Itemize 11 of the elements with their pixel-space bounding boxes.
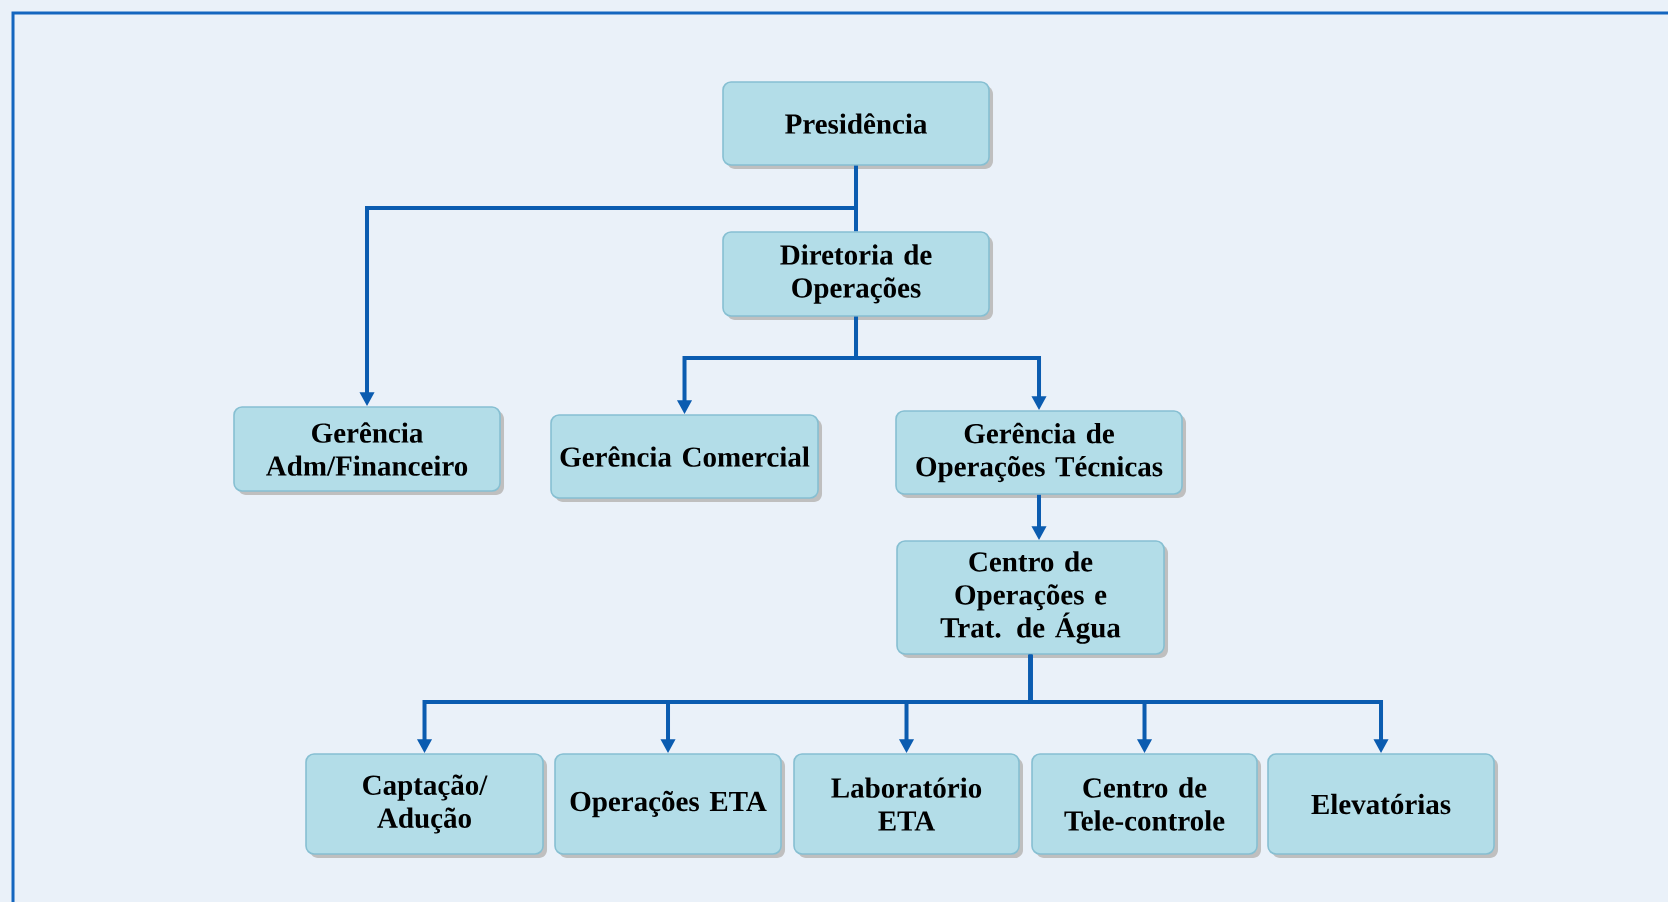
org-box: Operações ETA — [554, 753, 785, 858]
org-box: Captação/ Adução — [305, 753, 547, 858]
org-box: Diretoria de Operações — [722, 231, 993, 320]
org-box: Centro de Tele-controle — [1031, 753, 1261, 858]
org-box: Gerência Adm/Financeiro — [233, 406, 504, 495]
org-box: Laboratório ETA — [793, 753, 1023, 858]
org-box: Centro de Operações e Trat. de Água — [896, 540, 1168, 658]
org-box: Gerência Comercial — [550, 414, 822, 502]
org-box: Gerência de Operações Técnicas — [895, 410, 1186, 498]
org-box: Elevatórias — [1267, 753, 1498, 858]
org-box: Presidência — [722, 81, 993, 169]
